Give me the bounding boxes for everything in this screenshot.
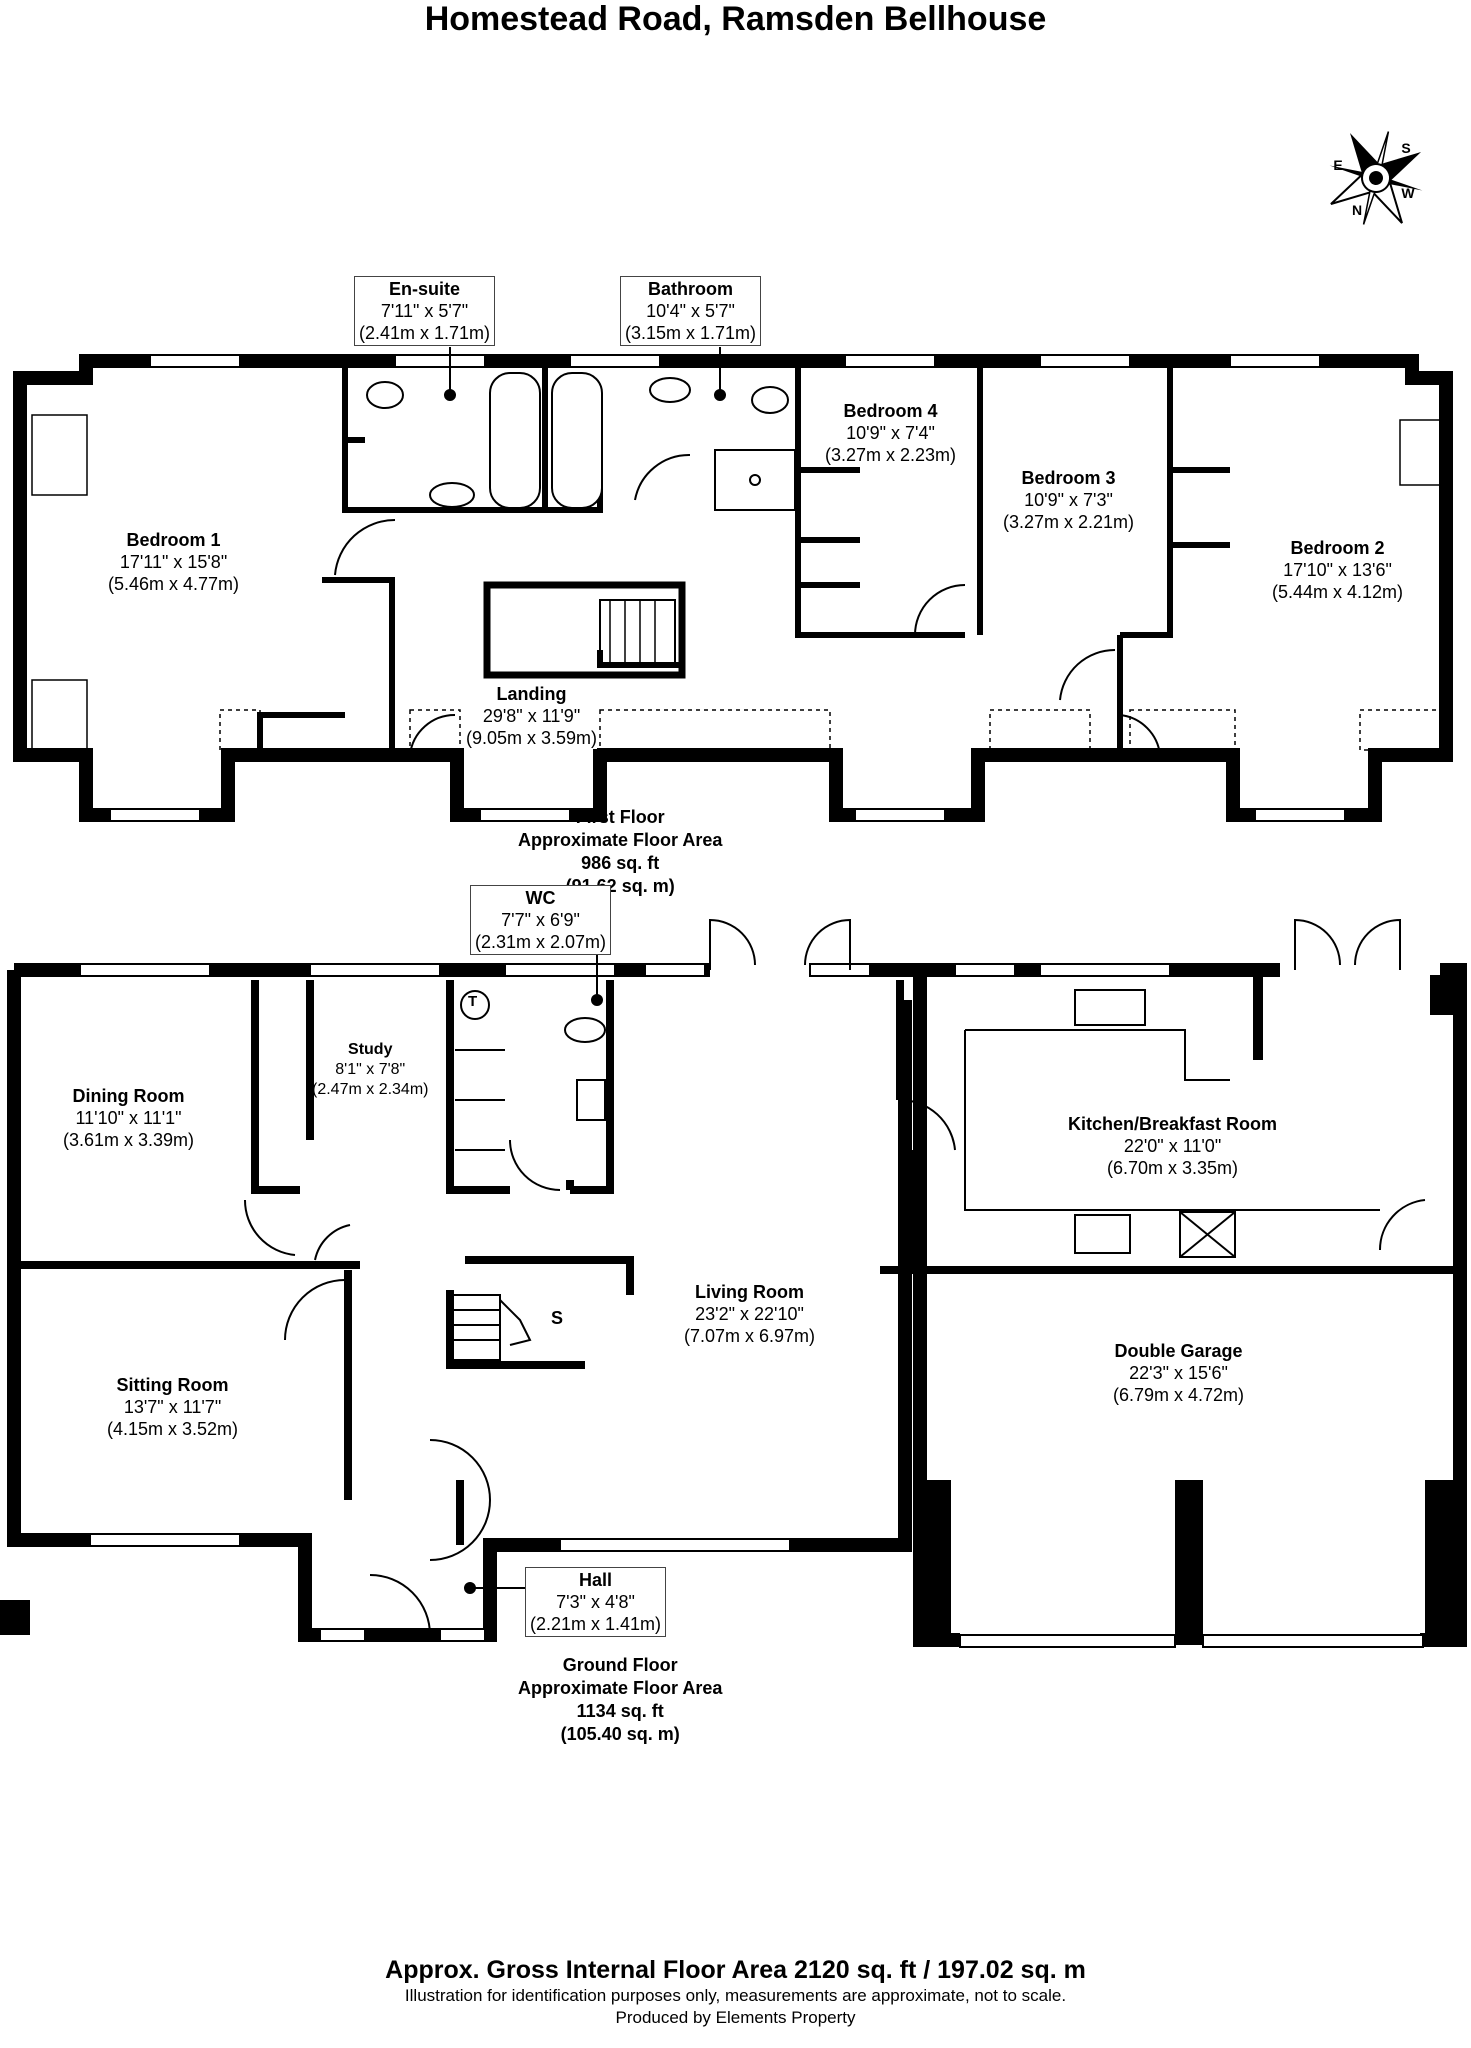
room-metric: (2.31m x 2.07m) — [475, 932, 607, 952]
room-imperial: 23'2" x 22'10" — [695, 1304, 804, 1324]
room-metric: (2.21m x 1.41m) — [530, 1614, 662, 1634]
room-metric: (3.15m x 1.71m) — [625, 323, 757, 343]
compass-letter-s: S — [1401, 140, 1410, 156]
room-ensuite: En-suite 7'11" x 5'7" (2.41m x 1.71m) — [354, 276, 496, 346]
room-name: Bedroom 4 — [843, 401, 938, 421]
first-floor-leaders — [444, 347, 726, 401]
room-kitchen: Kitchen/Breakfast Room 22'0" x 11'0" (6.… — [1068, 1113, 1277, 1179]
room-imperial: 7'11" x 5'7" — [380, 301, 469, 321]
room-bathroom: Bathroom 10'4" x 5'7" (3.15m x 1.71m) — [620, 276, 762, 346]
first-floor-stairwell — [483, 581, 686, 679]
ground-floor-garage-piers — [0, 975, 1463, 1645]
compass-letter-e: E — [1333, 157, 1342, 173]
floor-line: Approximate Floor Area — [518, 1678, 723, 1698]
room-metric: (3.27m x 2.23m) — [825, 445, 957, 465]
room-bedroom1: Bedroom 1 17'11" x 15'8" (5.46m x 4.77m) — [108, 529, 239, 595]
ground-floor-leaders — [464, 955, 603, 1594]
room-metric: (2.47m x 2.34m) — [312, 1081, 429, 1098]
disclaimer: Illustration for identification purposes… — [404, 1986, 1067, 2005]
room-metric: (5.44m x 4.12m) — [1272, 582, 1404, 602]
room-name: Living Room — [695, 1282, 805, 1302]
floor-line: Ground Floor — [562, 1655, 678, 1675]
ground-floor-kitchen-units — [964, 989, 1380, 1258]
floor-line: 1134 sq. ft — [576, 1701, 664, 1721]
page-title: Homestead Road, Ramsden Bellhouse — [424, 0, 1047, 38]
producer: Produced by Elements Property — [615, 2008, 856, 2027]
ground-floor-area-label: Ground Floor Approximate Floor Area 1134… — [518, 1654, 722, 1746]
room-wc: WC 7'7" x 6'9" (2.31m x 2.07m) — [470, 885, 612, 955]
room-metric: (2.41m x 1.71m) — [359, 323, 491, 343]
room-dining: Dining Room 11'10" x 11'1" (3.61m x 3.39… — [63, 1085, 194, 1151]
room-metric: (7.07m x 6.97m) — [684, 1326, 816, 1346]
room-name: Landing — [496, 684, 567, 704]
room-name: Double Garage — [1114, 1341, 1243, 1361]
ground-floor-windows — [79, 963, 1424, 1648]
room-name: En-suite — [389, 279, 461, 299]
room-metric: (5.46m x 4.77m) — [108, 574, 240, 594]
room-imperial: 11'10" x 11'1" — [75, 1108, 182, 1128]
room-name: Bedroom 2 — [1290, 538, 1385, 558]
ground-floor-doors — [243, 918, 1426, 1636]
room-imperial: 7'3" x 4'8" — [556, 1592, 635, 1612]
room-name: Sitting Room — [116, 1375, 229, 1395]
room-imperial: 13'7" x 11'7" — [123, 1397, 222, 1417]
room-sitting: Sitting Room 13'7" x 11'7" (4.15m x 3.52… — [107, 1374, 238, 1440]
room-imperial: 22'0" x 11'0" — [1123, 1136, 1222, 1156]
room-name: Bedroom 3 — [1021, 468, 1116, 488]
room-name: Bedroom 1 — [126, 530, 221, 550]
compass-icon — [1329, 131, 1423, 225]
room-bedroom2: Bedroom 2 17'10" x 13'6" (5.44m x 4.12m) — [1272, 537, 1403, 603]
stairs-marker: S — [551, 1308, 564, 1328]
first-floor-wardrobes — [31, 414, 1443, 761]
room-imperial: 29'8" x 11'9" — [482, 706, 581, 726]
room-imperial: 10'9" x 7'4" — [846, 423, 935, 443]
room-imperial: 7'7" x 6'9" — [501, 910, 580, 930]
room-bedroom4: Bedroom 4 10'9" x 7'4" (3.27m x 2.23m) — [825, 400, 956, 466]
room-living: Living Room 23'2" x 22'10" (7.07m x 6.97… — [684, 1281, 815, 1347]
room-metric: (3.27m x 2.21m) — [1003, 512, 1135, 532]
room-hall: Hall 7'3" x 4'8" (2.21m x 1.41m) — [525, 1567, 667, 1637]
compass-letter-w: W — [1401, 185, 1415, 201]
room-metric: (4.15m x 3.52m) — [107, 1419, 239, 1439]
room-metric: (3.61m x 3.39m) — [63, 1130, 195, 1150]
ground-floor-inner-walls — [14, 980, 1460, 1545]
first-floor-inner-walls — [257, 367, 1230, 755]
ground-floor-stairs — [449, 1294, 532, 1361]
gross-area: Approx. Gross Internal Floor Area 2120 s… — [385, 1956, 1086, 1984]
first-floor-fixtures — [366, 372, 796, 511]
room-imperial: 10'4" x 5'7" — [646, 301, 735, 321]
tank-marker: T — [468, 993, 478, 1010]
room-imperial: 22'3" x 15'6" — [1129, 1363, 1228, 1383]
room-metric: (9.05m x 3.59m) — [466, 728, 598, 748]
ground-floor-wc-fixtures — [455, 990, 606, 1151]
room-name: Kitchen/Breakfast Room — [1068, 1114, 1278, 1134]
room-metric: (6.79m x 4.72m) — [1113, 1385, 1245, 1405]
footer: Approx. Gross Internal Floor Area 2120 s… — [0, 1955, 1471, 2029]
first-floor-area-label: First Floor Approximate Floor Area 986 s… — [518, 806, 722, 898]
room-landing: Landing 29'8" x 11'9" (9.05m x 3.59m) — [466, 683, 598, 749]
first-floor-walls — [13, 354, 1453, 822]
room-imperial: 17'11" x 15'8" — [119, 552, 228, 572]
first-floor-windows — [109, 354, 1346, 822]
room-name: Study — [348, 1041, 393, 1058]
floor-line: 986 sq. ft — [581, 853, 660, 873]
room-name: WC — [525, 888, 556, 908]
room-name: Bathroom — [648, 279, 734, 299]
room-name: Hall — [579, 1570, 613, 1590]
room-garage: Double Garage 22'3" x 15'6" (6.79m x 4.7… — [1113, 1340, 1244, 1406]
floor-line: (105.40 sq. m) — [560, 1724, 680, 1744]
compass-letter-n: N — [1352, 202, 1362, 218]
floor-line: Approximate Floor Area — [518, 830, 723, 850]
room-name: Dining Room — [72, 1086, 185, 1106]
floor-line: First Floor — [575, 807, 665, 827]
room-imperial: 10'9" x 7'3" — [1024, 490, 1113, 510]
room-study: Study 8'1" x 7'8" (2.47m x 2.34m) — [312, 1040, 428, 1100]
room-metric: (6.70m x 3.35m) — [1107, 1158, 1239, 1178]
room-bedroom3: Bedroom 3 10'9" x 7'3" (3.27m x 2.21m) — [1003, 467, 1134, 533]
room-imperial: 8'1" x 7'8" — [335, 1061, 406, 1078]
first-floor-doors — [334, 453, 1161, 756]
room-imperial: 17'10" x 13'6" — [1283, 560, 1392, 580]
